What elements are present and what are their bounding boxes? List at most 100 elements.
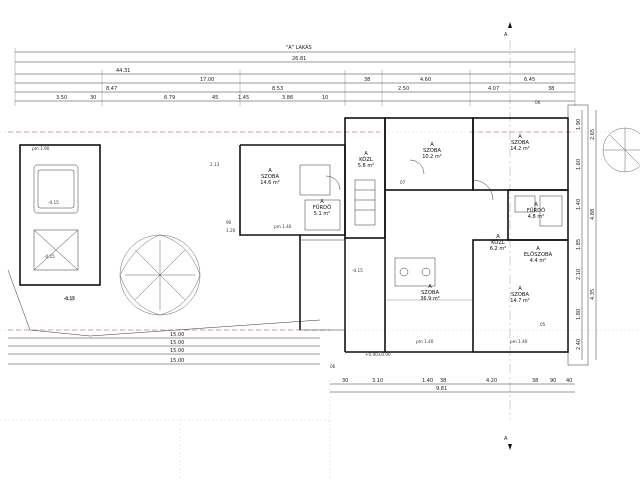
misc-marks: pm 1.40 pm 1.40 pm 1.40 07 06 06 05 2.13…	[210, 100, 546, 369]
dim-side-4: 4.88	[590, 209, 596, 220]
svg-text:A: A	[364, 151, 368, 157]
building-walls	[239, 104, 589, 366]
dim-one20: 1.20	[226, 228, 236, 233]
svg-text:A: A	[536, 246, 540, 252]
dim-side-9: 2.40	[576, 339, 582, 350]
level-interior: -0.15	[352, 268, 363, 273]
dim-overall-left: 44.31	[116, 68, 130, 74]
svg-text:SZOBA: SZOBA	[423, 148, 441, 154]
dim-top-3: 6.79	[164, 95, 175, 101]
dim-bottom-6: 9.81	[436, 386, 447, 392]
dim-total: 26.81	[292, 56, 306, 62]
room-szoba-4: A SZOBA 14.7 m²	[510, 286, 530, 304]
pm-mark-1: pm 1.40	[274, 224, 292, 229]
svg-text:5.1 m²: 5.1 m²	[314, 211, 330, 217]
room-eloszoba: A ELŐSZOBA 4.4 m²	[524, 246, 553, 264]
dim-bottom-2: 38	[440, 378, 446, 384]
svg-text:14.6 m²: 14.6 m²	[260, 180, 280, 186]
level-carport-2: -0.15	[44, 254, 55, 259]
svg-text:36.9 m²: 36.9 m²	[420, 296, 440, 302]
svg-text:A: A	[430, 142, 434, 148]
dim-top-9: 2.50	[398, 86, 409, 92]
room-szoba-1: A SZOBA 14.6 m²	[260, 168, 280, 186]
dim-bottom-0: 3.10	[372, 378, 383, 384]
dim-side-2: 2.65	[590, 129, 596, 140]
dim-right: 6.45	[524, 77, 535, 83]
wall-no-06b: 06	[330, 364, 336, 369]
svg-text:KÖZL: KÖZL	[491, 239, 505, 246]
dim-side-8: 1.80	[576, 309, 582, 320]
dim-left-3: 15.00	[170, 358, 184, 364]
svg-text:SZOBA: SZOBA	[511, 140, 529, 146]
svg-text:14.2 m²: 14.2 m²	[510, 146, 530, 152]
dim-top-6: 8.53	[272, 86, 283, 92]
dim-bottom-1: 1.40	[422, 378, 433, 384]
dim-left-1: 15.00	[170, 340, 184, 346]
carport: -0.15 -0.15 pm 1.90	[19, 144, 101, 286]
dim-top-0: 3.50	[56, 95, 67, 101]
svg-text:A: A	[320, 199, 324, 205]
terrace-lines: 15.00 15.00 15.00 15.00	[7, 269, 321, 365]
dim-bottom-4: 38	[532, 378, 538, 384]
svg-text:SZOBA: SZOBA	[261, 174, 279, 180]
dim-top-11: 38	[548, 86, 554, 92]
svg-text:A: A	[518, 134, 522, 140]
svg-text:A: A	[496, 234, 500, 240]
room-szoba-3: A SZOBA 14.2 m²	[510, 134, 530, 152]
level-carport: -0.15	[48, 200, 59, 205]
dimension-chains-top: "A" LAKÁS 26.81 44.31 17.00 4.60 6.45 38…	[14, 44, 576, 106]
svg-text:4.4 m²: 4.4 m²	[530, 258, 546, 264]
section-mark-bottom: A	[504, 436, 508, 442]
section-mark-top: A	[504, 32, 508, 38]
pm-mark-2: pm 1.40	[416, 339, 434, 344]
svg-text:FÜRDŐ: FÜRDŐ	[527, 207, 545, 214]
dim-top-2: 8.47	[106, 86, 117, 92]
property-lines	[8, 131, 575, 331]
svg-text:SZOBA: SZOBA	[511, 292, 529, 298]
dim-left-2: 15.00	[170, 348, 184, 354]
interior-details	[299, 159, 563, 331]
dim-sixty: 38	[364, 77, 370, 83]
dim-top-10: 4.07	[488, 86, 499, 92]
svg-text:SZOBA: SZOBA	[421, 290, 439, 296]
stair-dim: 2.13	[210, 162, 220, 167]
room-furdo-1: A FÜRDŐ 5.1 m²	[313, 199, 331, 217]
dim-side-0: 1.90	[576, 119, 582, 130]
pm-carport: pm 1.90	[32, 146, 50, 151]
svg-text:4.8 m²: 4.8 m²	[528, 214, 544, 220]
dim-bottom-7: 30	[342, 378, 348, 384]
svg-text:A: A	[428, 284, 432, 290]
dim-side-1: 1.60	[576, 159, 582, 170]
apartment-title: "A" LAKÁS	[286, 44, 312, 51]
dim-top-1: 30	[90, 95, 96, 101]
svg-text:KÖZL: KÖZL	[359, 156, 373, 163]
entry-level: +0.00±0.00	[365, 352, 391, 357]
dim-side-3: 1.40	[576, 199, 582, 210]
wall-no-07: 07	[400, 180, 406, 185]
dimension-chains-side: 1.90 1.60 2.65 1.40 4.88 1.85 4.35 2.10 …	[576, 110, 597, 360]
dim-top-7: 3.86	[282, 95, 293, 101]
svg-text:10.2 m²: 10.2 m²	[422, 154, 442, 160]
svg-text:FÜRDŐ: FÜRDŐ	[313, 204, 331, 211]
room-kozl-1: A KÖZL 5.8 m²	[358, 151, 374, 169]
room-furdo-2: A FÜRDŐ 4.8 m²	[527, 202, 545, 220]
room-kozl-2: A KÖZL 6.2 m²	[490, 234, 506, 252]
dim-side-7: 2.10	[576, 269, 582, 280]
wall-no-05: 05	[540, 322, 546, 327]
dim-bottom-8: 40	[566, 378, 572, 384]
section-axis: A A	[504, 22, 512, 450]
dim-middle: 4.60	[420, 77, 431, 83]
garden-tree: -0.15	[64, 234, 201, 316]
room-szoba-2: A SZOBA 10.2 m²	[422, 142, 442, 160]
room-szoba-living: A SZOBA 36.9 m²	[420, 284, 440, 302]
dim-side-6: 4.35	[590, 289, 596, 300]
dim-mid: 17.00	[200, 77, 214, 83]
dim-left-0: 15.00	[170, 332, 184, 338]
dimension-chains-bottom: 3.10 1.40 38 4.20 38 90 9.81 30 40	[330, 378, 575, 393]
pm-mark-3: pm 1.40	[510, 339, 528, 344]
dim-bottom-3: 4.20	[486, 378, 497, 384]
dim-top-5: 1.45	[238, 95, 249, 101]
svg-text:ELŐSZOBA: ELŐSZOBA	[524, 251, 553, 258]
svg-text:A: A	[268, 168, 272, 174]
